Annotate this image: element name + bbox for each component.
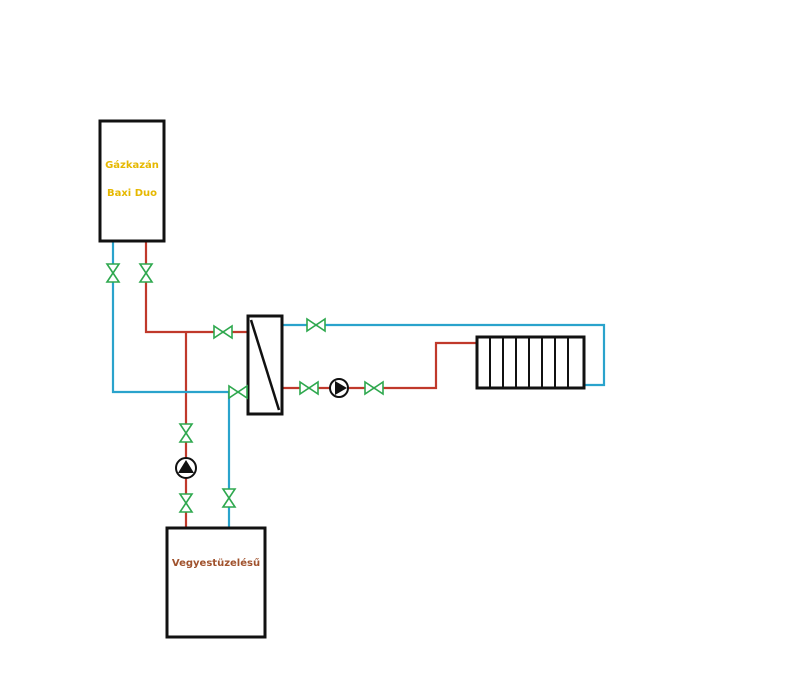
heat-exchanger-icon (246, 314, 284, 416)
gas-boiler-return-pipe (111, 242, 248, 394)
radiator-return-pipe (282, 323, 606, 387)
hot-pipes (144, 242, 477, 528)
gas-boiler-flow-pipe (144, 242, 248, 334)
circulation-pump-icon (329, 378, 349, 398)
gate-valve-icon (306, 317, 326, 333)
gas-boiler-label-line1: Gázkazán (105, 159, 159, 171)
multi-fuel-boiler-label: Vegyestüzelésű (172, 557, 260, 569)
gas-boiler: Gázkazán Baxi Duo (98, 119, 166, 243)
multi-fuel-boiler-box (165, 526, 267, 639)
gate-valve-icon (178, 493, 194, 513)
gate-valve-icon (213, 324, 233, 340)
circulation-pump-icon (175, 457, 197, 479)
radiator-flow-pipe (282, 341, 477, 390)
gate-valve-icon (105, 263, 121, 283)
gate-valve-icon (364, 380, 384, 396)
gate-valve-icon (178, 423, 194, 443)
gas-boiler-label-line2: Baxi Duo (107, 188, 157, 199)
gate-valve-icon (221, 488, 237, 508)
gas-boiler-box (98, 119, 166, 243)
multi-fuel-boiler: Vegyestüzelésű (165, 526, 267, 639)
radiator-icon (475, 335, 586, 390)
gate-valve-icon (299, 380, 319, 396)
gate-valve-icon (138, 263, 154, 283)
gate-valve-icon (228, 384, 248, 400)
